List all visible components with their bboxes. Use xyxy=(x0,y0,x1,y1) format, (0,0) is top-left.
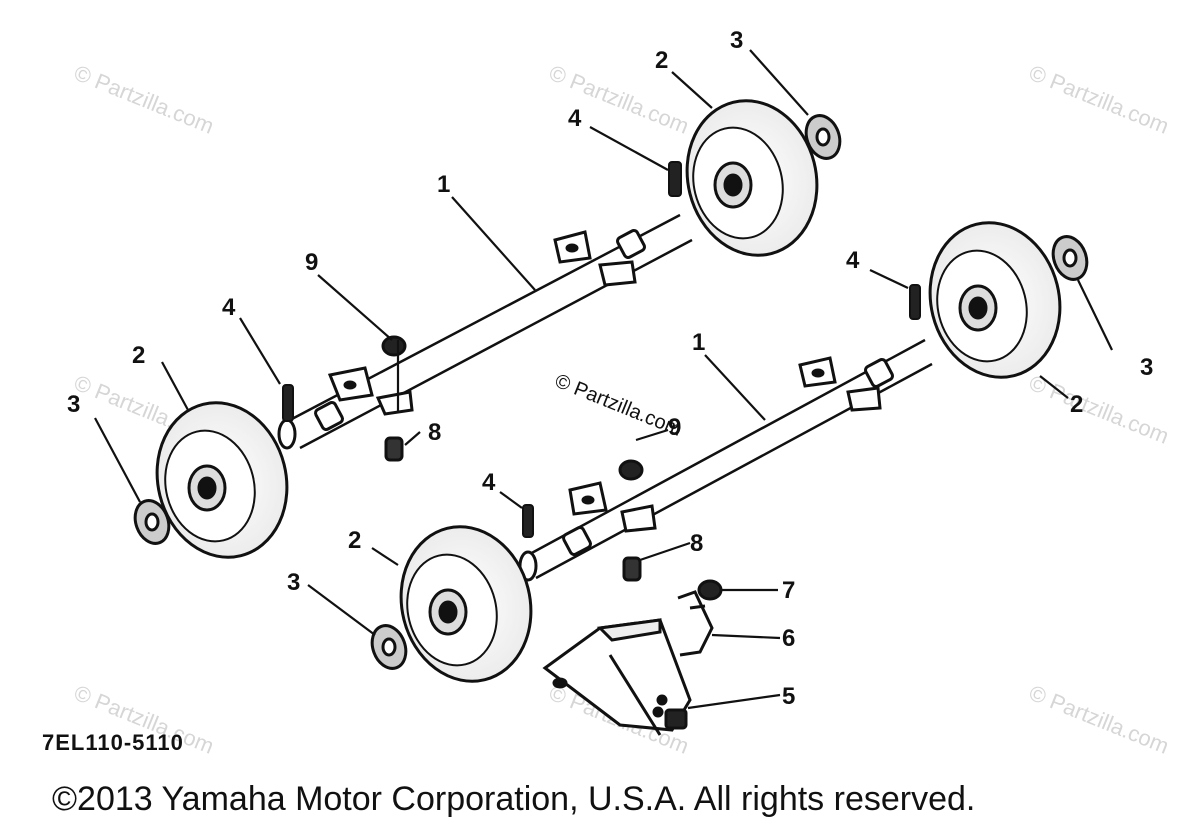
callout-3: 3 xyxy=(287,569,300,596)
callout-3: 3 xyxy=(67,391,80,418)
copyright-notice: ©2013 Yamaha Motor Corporation, U.S.A. A… xyxy=(52,780,976,818)
washer-parts xyxy=(133,114,1089,670)
callout-3: 3 xyxy=(1140,354,1153,381)
callout-1: 1 xyxy=(692,329,705,356)
callout-4: 4 xyxy=(222,294,236,321)
callout-8: 8 xyxy=(428,419,441,446)
callout-7: 7 xyxy=(782,577,795,604)
callout-4: 4 xyxy=(482,469,496,496)
callout-9: 9 xyxy=(668,414,681,441)
callout-2: 2 xyxy=(132,342,145,369)
axle-lower xyxy=(518,338,933,582)
callout-8: 8 xyxy=(690,530,703,557)
nut-bolt-parts xyxy=(381,335,723,601)
callout-9: 9 xyxy=(305,249,318,276)
callout-2: 2 xyxy=(348,527,361,554)
wheel-upper-left xyxy=(155,401,289,559)
pin-parts xyxy=(282,161,921,538)
callout-labels: 1 1 2 2 2 2 3 3 3 3 4 4 4 4 5 6 7 8 8 9 … xyxy=(67,27,1153,710)
wheel-lower-right xyxy=(928,221,1062,379)
callout-2: 2 xyxy=(1070,391,1083,418)
callout-6: 6 xyxy=(782,625,795,652)
axle-upper xyxy=(277,213,693,450)
stand-bracket xyxy=(542,618,692,736)
callout-4: 4 xyxy=(568,105,582,132)
wheel-upper-right xyxy=(685,99,819,257)
leader-lines xyxy=(94,49,1113,710)
wheel-lower-left xyxy=(399,525,533,683)
clip-part xyxy=(677,590,714,657)
callout-5: 5 xyxy=(782,683,795,710)
callout-4: 4 xyxy=(846,247,860,274)
callout-3: 3 xyxy=(730,27,743,54)
callout-1: 1 xyxy=(437,171,450,198)
callout-2: 2 xyxy=(655,47,668,74)
diagram-code: 7EL110-5110 xyxy=(42,730,184,755)
